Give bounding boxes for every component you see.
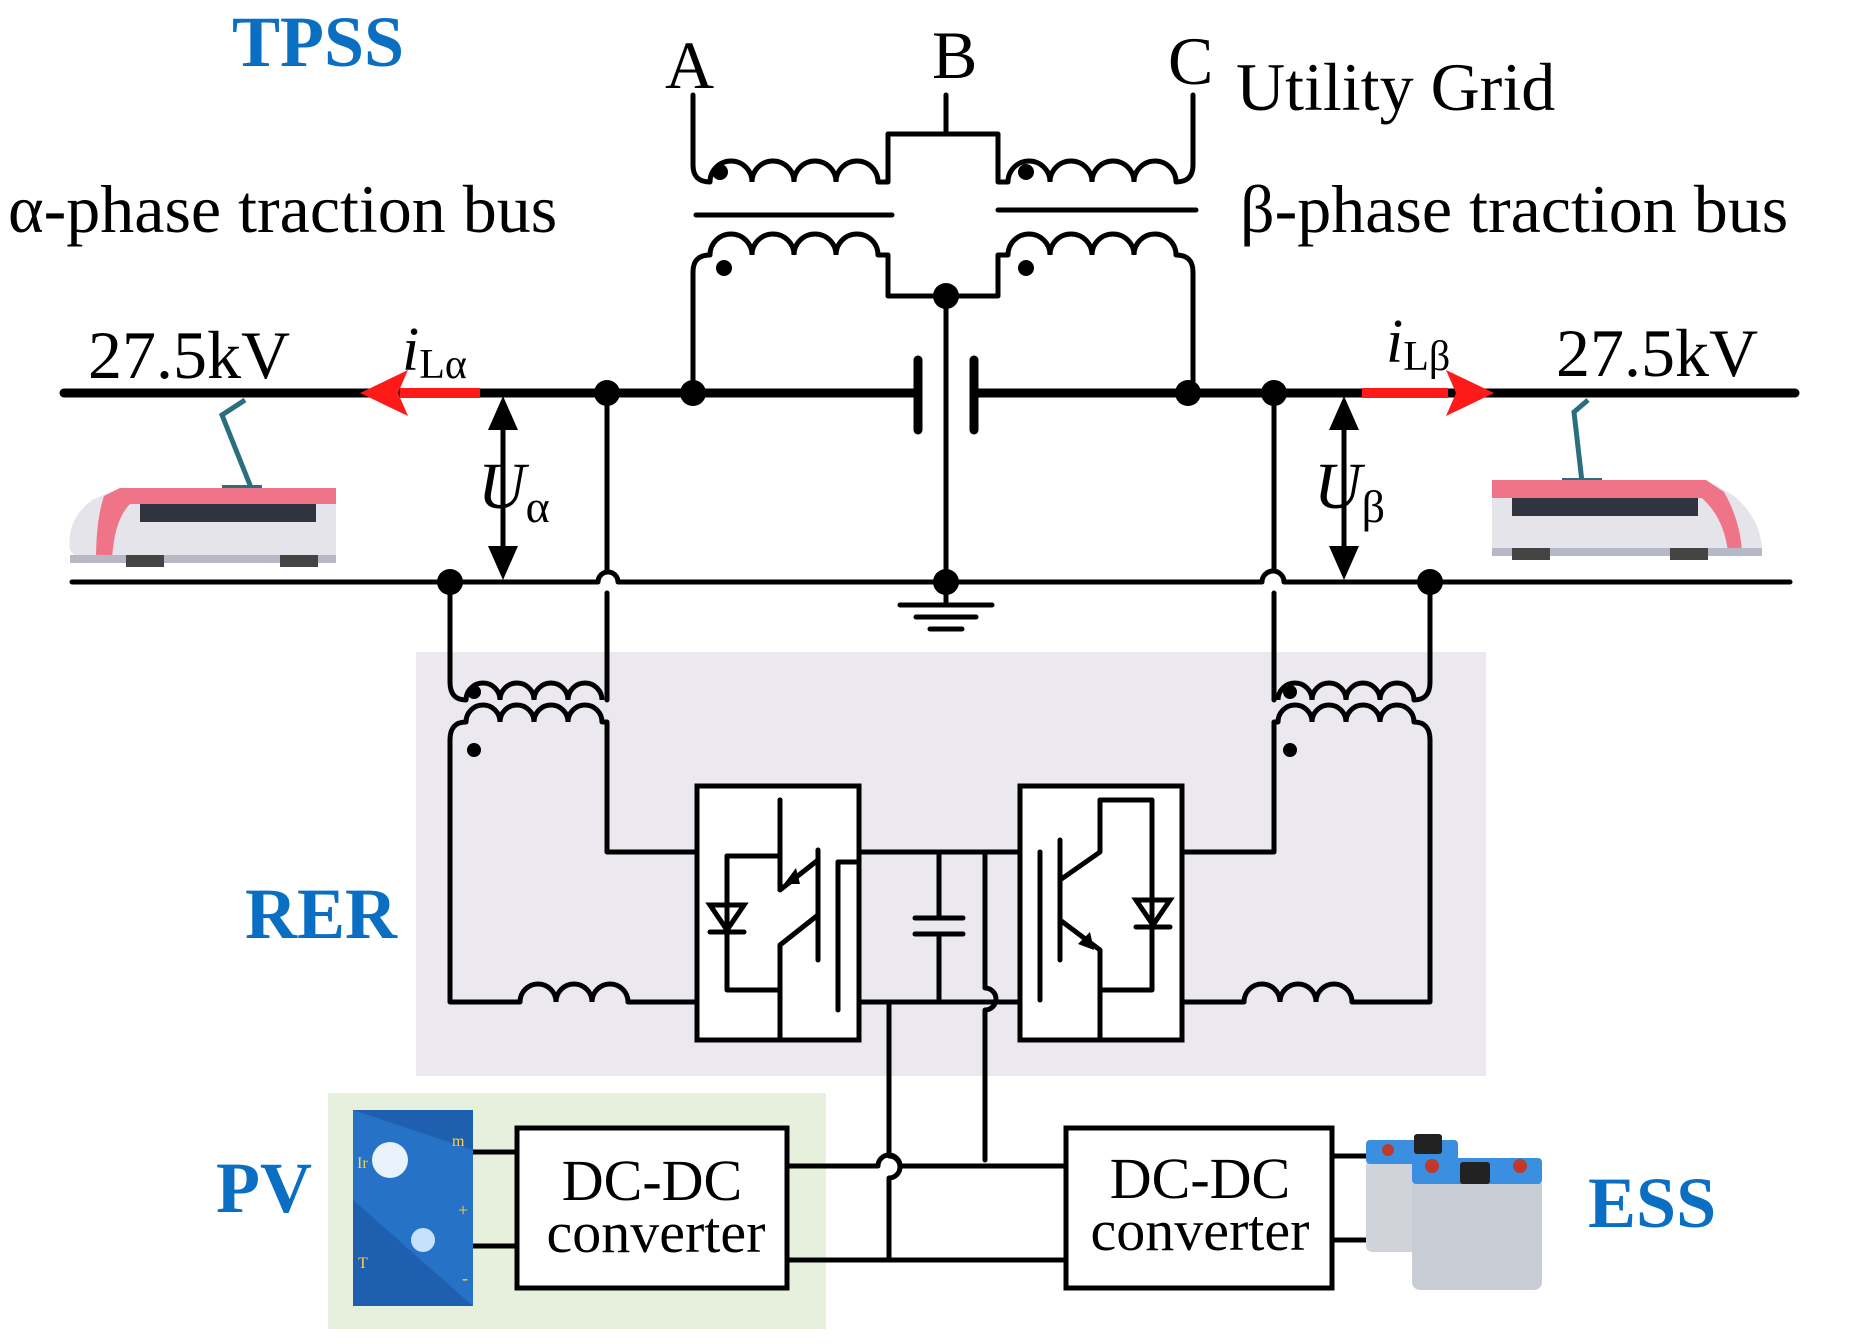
right-inverter	[1017, 783, 1185, 1043]
train-icon	[1492, 398, 1762, 560]
rer-right-transformer	[1179, 390, 1433, 1005]
utility-grid-label: Utility Grid	[1236, 49, 1555, 125]
current-alpha-label: iLα	[402, 316, 467, 388]
battery-icon	[1366, 1134, 1542, 1290]
phase-b-label: B	[932, 17, 977, 93]
dcdc-pv-box: DC-DC converter	[514, 1125, 790, 1291]
rer-label: RER	[245, 874, 398, 954]
current-alpha-arrow	[360, 370, 480, 416]
current-beta-label: iLβ	[1386, 308, 1450, 380]
dcdc-ess-box: DC-DC converter	[1063, 1125, 1335, 1291]
ess-label: ESS	[1588, 1163, 1716, 1243]
voltage-left-label: 27.5kV	[88, 317, 290, 393]
phase-c-label: C	[1168, 23, 1213, 99]
svg-text:m: m	[452, 1133, 465, 1150]
train-icon	[69, 397, 336, 567]
svg-text:DC-DC: DC-DC	[562, 1148, 742, 1213]
beta-bus-label: β-phase traction bus	[1240, 171, 1788, 247]
voltage-beta-arrow	[1329, 396, 1359, 580]
svg-text:T: T	[358, 1255, 368, 1272]
alpha-bus-label: α-phase traction bus	[8, 171, 557, 247]
current-beta-arrow	[1362, 370, 1494, 416]
svg-text:Ir: Ir	[357, 1155, 368, 1172]
phase-a-label: A	[665, 27, 714, 103]
svg-text:DC-DC: DC-DC	[1110, 1146, 1290, 1211]
svg-text:-: -	[462, 1268, 468, 1288]
pv-panel-icon: Ir m + T -	[353, 1110, 473, 1306]
svg-text:converter: converter	[1091, 1198, 1310, 1263]
svg-text:+: +	[458, 1200, 468, 1220]
pv-label: PV	[216, 1148, 312, 1228]
left-inverter	[694, 783, 862, 1043]
grid-transformer	[690, 92, 1199, 583]
rail-line	[69, 568, 1793, 585]
voltage-alpha-symbol: Uα	[478, 450, 550, 532]
tpss-label: TPSS	[232, 2, 404, 82]
voltage-alpha-arrow	[488, 396, 518, 580]
svg-text:converter: converter	[547, 1200, 766, 1265]
voltage-right-label: 27.5kV	[1556, 315, 1758, 391]
rer-region	[416, 652, 1486, 1076]
rer-left-transformer	[447, 390, 700, 1005]
ground-icon	[897, 579, 995, 632]
voltage-beta-symbol: Uβ	[1314, 450, 1385, 532]
